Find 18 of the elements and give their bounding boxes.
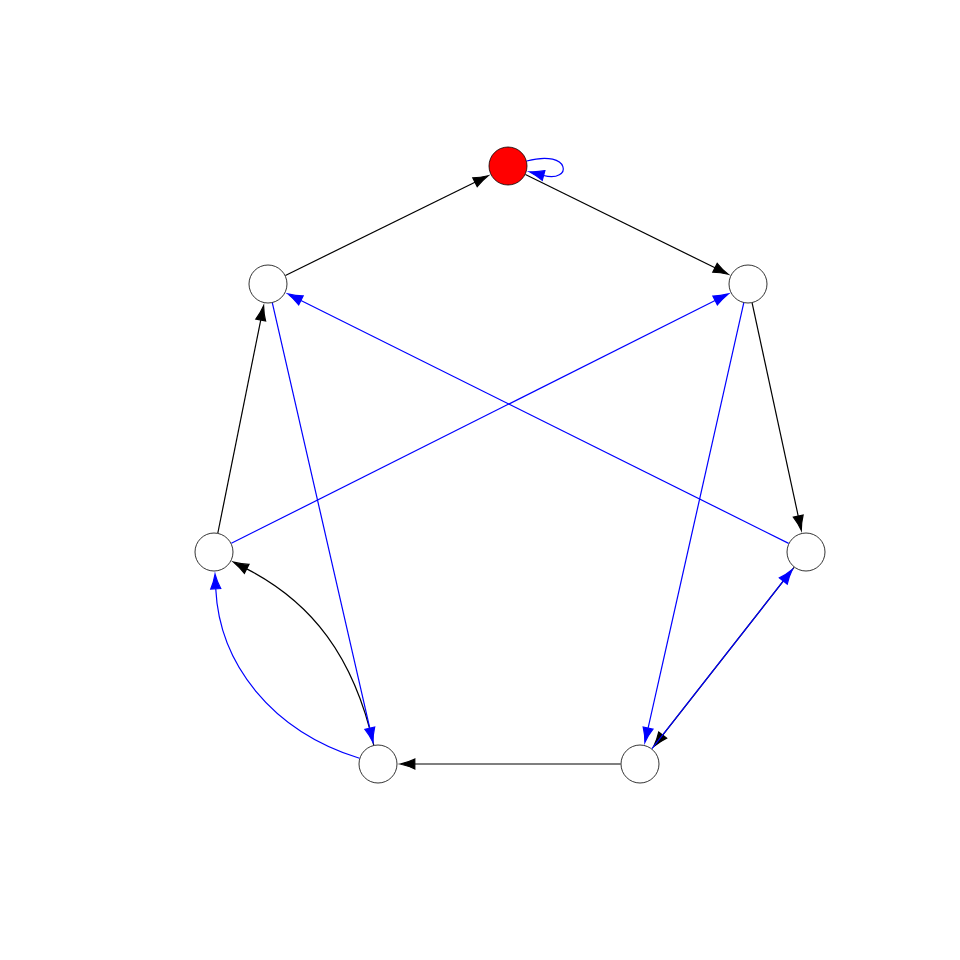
graph-node [194, 532, 234, 572]
arrow [751, 302, 804, 531]
arrow [642, 302, 745, 743]
graph-node [786, 532, 826, 572]
arrow [399, 758, 622, 770]
arrow [230, 293, 729, 544]
arrow [526, 157, 564, 181]
arrow [284, 175, 489, 277]
graph-node [488, 146, 528, 186]
arrow [287, 293, 790, 544]
arrow [217, 305, 267, 534]
arrow [210, 573, 361, 759]
graph-node [248, 264, 288, 304]
arrow [271, 302, 376, 743]
arrow [524, 173, 729, 275]
graph-node [358, 744, 398, 784]
graph-node [620, 744, 660, 784]
graph-node [728, 264, 768, 304]
